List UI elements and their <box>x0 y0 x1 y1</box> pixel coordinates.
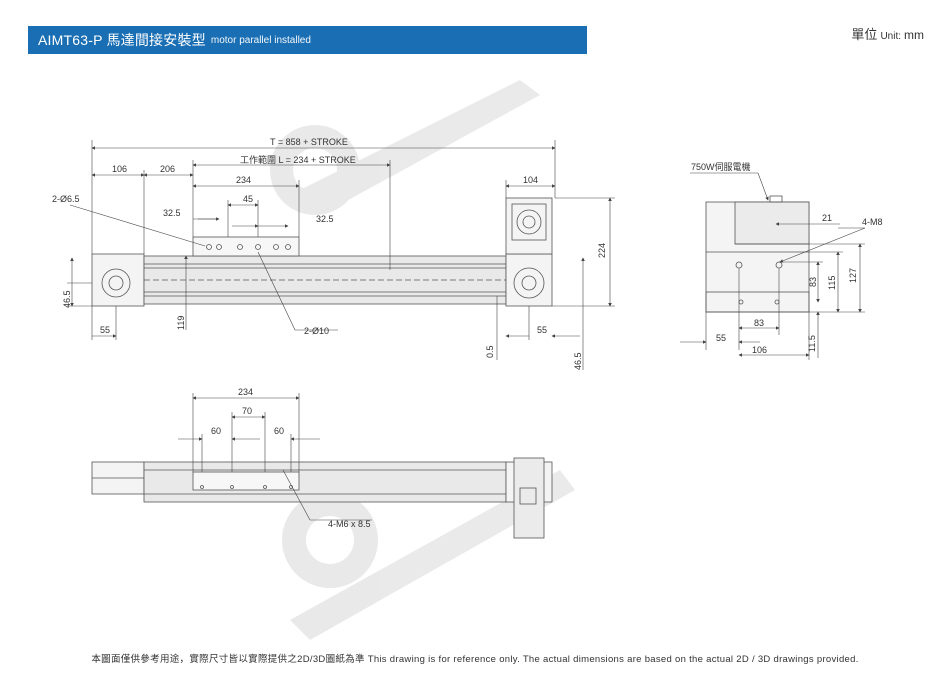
footer-note: 本圖面僅供參考用途，實際尺寸皆以實際提供之2D/3D圖紙為準 This draw… <box>91 654 859 665</box>
motor-body <box>505 197 553 255</box>
motor-label: 750W伺服電機 <box>691 161 751 172</box>
dim-70: 70 <box>242 406 252 416</box>
dim-total-length: T = 858 + STROKE <box>270 137 348 147</box>
hole-label-left: 2-Ø6.5 <box>52 194 80 204</box>
dim-60-right: 60 <box>274 426 284 436</box>
bottom-view <box>91 393 553 539</box>
side-motor <box>734 201 810 245</box>
dim-224: 224 <box>597 243 607 258</box>
top-view <box>67 140 615 370</box>
dim-83-vertical: 83 <box>808 277 818 287</box>
side-view-dimensions: 750W伺服電機 21 4-M8 127 115 83 83 55 106 11… <box>691 161 883 355</box>
dim-46-5-left: 46.5 <box>62 290 72 308</box>
hole-label-bottom: 2-Ø10 <box>304 326 329 336</box>
dim-work-range: 工作範圍 L = 234 + STROKE <box>240 154 356 165</box>
dim-83-horizontal: 83 <box>754 318 764 328</box>
unit-sub-label: Unit: <box>880 31 901 42</box>
carriage-plate <box>192 236 300 257</box>
dim-21: 21 <box>822 213 832 223</box>
dim-104: 104 <box>523 175 538 185</box>
dim-234-bottom: 234 <box>238 387 253 397</box>
left-bearing-circle <box>101 268 131 298</box>
unit-label: 單位 <box>851 27 878 42</box>
dim-46-5-right: 46.5 <box>573 352 583 370</box>
dim-60-left: 60 <box>211 426 221 436</box>
thread-4-m6: 4-M6 x 8.5 <box>328 519 371 529</box>
title-bar: AIMT63-P 馬達間接安裝型 motor parallel installe… <box>28 26 587 54</box>
dim-234: 234 <box>236 175 251 185</box>
thread-4-m8: 4-M8 <box>862 217 883 227</box>
dim-11-5: 11.5 <box>807 335 817 352</box>
left-end-block <box>91 253 145 307</box>
dim-55-side: 55 <box>716 333 726 343</box>
dim-119: 119 <box>176 316 186 330</box>
side-view <box>680 172 866 360</box>
bottom-view-dimensions: 234 70 60 60 4-M6 x 8.5 <box>211 387 371 529</box>
bottom-carriage <box>192 471 300 491</box>
dim-45: 45 <box>243 194 253 204</box>
dim-55-right: 55 <box>537 325 547 335</box>
page-subtitle: motor parallel installed <box>210 34 311 46</box>
dim-32-5-left: 32.5 <box>163 208 181 218</box>
dim-106-side: 106 <box>752 345 767 355</box>
page-title: AIMT63-P 馬達間接安裝型 <box>38 32 206 48</box>
dim-127: 127 <box>848 268 858 283</box>
dim-0-5: 0.5 <box>485 345 495 358</box>
bottom-motor <box>513 457 545 539</box>
top-view-dimensions: T = 858 + STROKE 工作範圍 L = 234 + STROKE 1… <box>52 137 607 370</box>
dim-115: 115 <box>827 276 837 290</box>
dim-106: 106 <box>112 164 127 174</box>
unit-value: mm <box>904 28 924 42</box>
dim-32-5-right: 32.5 <box>316 214 334 224</box>
right-end-block <box>505 253 553 307</box>
dim-206: 206 <box>160 164 175 174</box>
dim-55-left: 55 <box>100 325 110 335</box>
